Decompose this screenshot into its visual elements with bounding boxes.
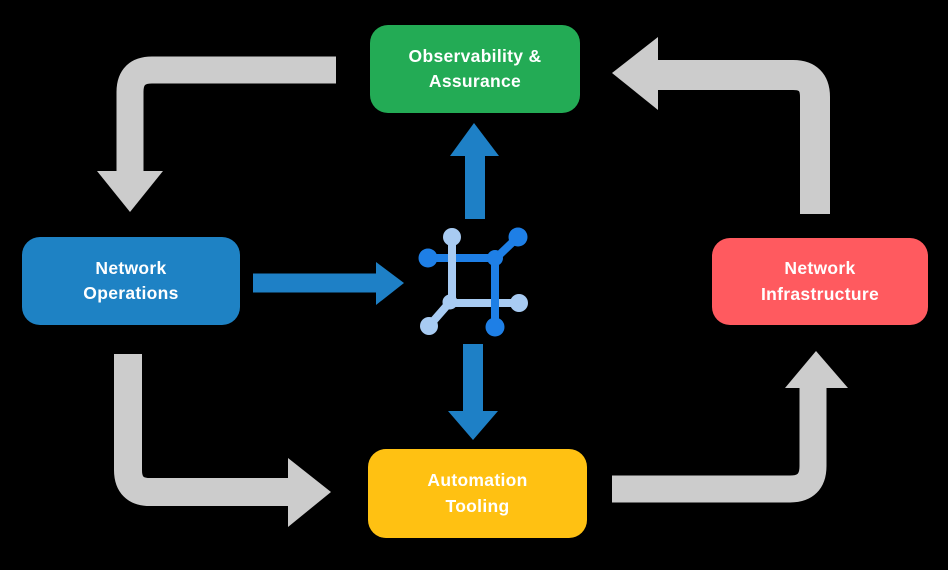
- node-label-line: Operations: [83, 283, 179, 303]
- arrow-head-right-icon: [376, 262, 404, 305]
- arrow-head-down-icon: [97, 171, 163, 212]
- node-label-line: Infrastructure: [761, 283, 879, 304]
- icon-node-bottom-left: [420, 317, 438, 335]
- arrow-shaft: [114, 354, 289, 506]
- node-label-line: Network: [784, 258, 856, 279]
- icon-node-corner-bottom-left: [442, 294, 458, 310]
- arrow-head-down-icon: [448, 411, 498, 440]
- network-node-icon: [418, 227, 528, 337]
- arrow-automation-to-infrastructure: [612, 351, 848, 503]
- arrow-shaft: [657, 60, 830, 214]
- icon-node-left: [418, 248, 438, 268]
- arrow-head-right-icon: [288, 458, 331, 527]
- arrow-head-up-icon: [450, 123, 499, 156]
- arrow-center-to-automation: [448, 344, 498, 440]
- arrow-infrastructure-to-observability: [612, 37, 830, 214]
- arrow-center-to-observability: [450, 123, 499, 219]
- icon-node-right: [510, 294, 528, 312]
- icon-node-bottom: [485, 317, 505, 337]
- arrow-shaft: [116, 56, 336, 173]
- node-network-operations: Network Operations: [22, 237, 240, 325]
- icon-node-top-right: [508, 227, 528, 247]
- arrow-operations-to-automation: [114, 354, 331, 527]
- node-label-line: Tooling: [445, 495, 510, 516]
- icon-node-corner-top-right: [487, 250, 503, 266]
- node-label-line: Assurance: [428, 71, 522, 91]
- arrow-head-left-icon: [612, 37, 658, 110]
- arrow-head-up-icon: [785, 351, 848, 388]
- node-observability-assurance: Observability & Assurance: [370, 25, 580, 113]
- node-label-line: Observability &: [408, 45, 542, 66]
- node-label-line: Automation: [427, 470, 528, 491]
- node-network-infrastructure: Network Infrastructure: [712, 238, 928, 325]
- arrow-operations-to-center: [253, 262, 404, 305]
- node-automation-tooling: Automation Tooling: [368, 449, 587, 538]
- arrow-shaft: [612, 387, 827, 503]
- node-label-line: Network: [95, 257, 167, 278]
- icon-node-top: [443, 228, 461, 246]
- arrow-observability-to-operations: [97, 56, 336, 212]
